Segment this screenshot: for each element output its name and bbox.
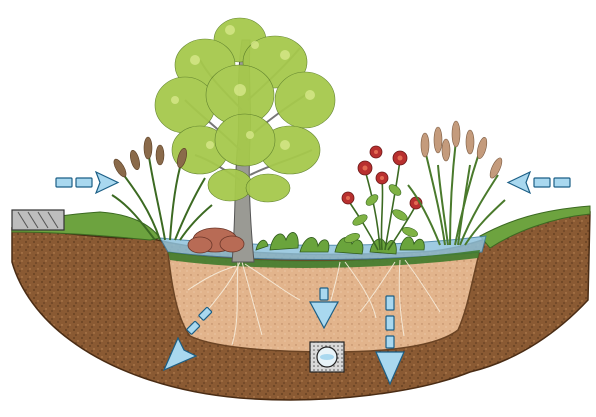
tree-foliage xyxy=(155,18,335,202)
underdrain-pipe xyxy=(310,342,344,372)
surface-flow-arrow-left xyxy=(56,172,118,193)
curb xyxy=(12,210,64,230)
surface-flow-arrow-right xyxy=(508,172,570,193)
ornamental-grass-right xyxy=(408,121,505,245)
flowering-shrub xyxy=(342,146,422,250)
